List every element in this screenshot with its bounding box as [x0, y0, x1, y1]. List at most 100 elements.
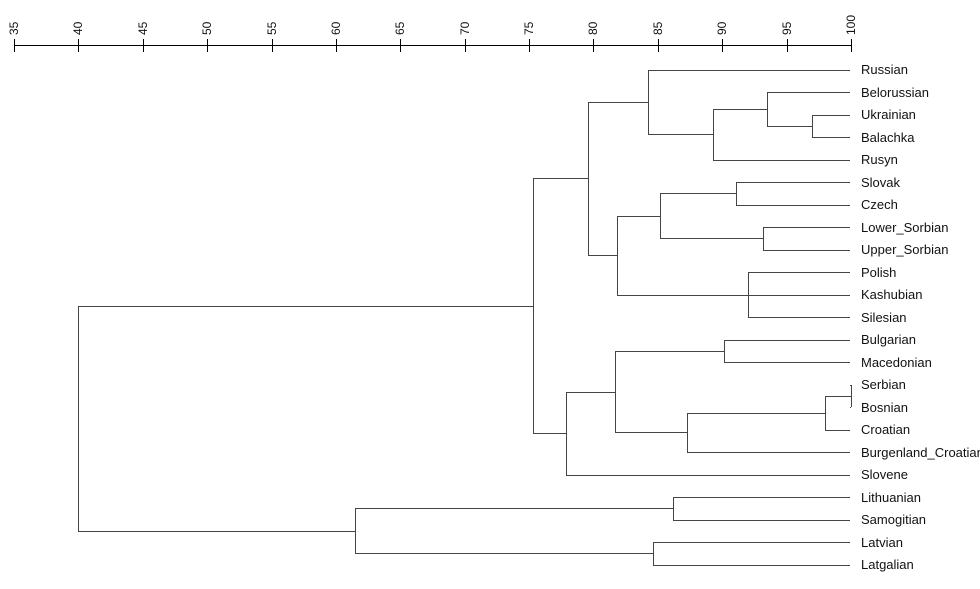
leaf-label: Silesian: [861, 310, 907, 325]
leaf-label: Macedonian: [861, 355, 932, 370]
dendrogram-merge-line: [724, 340, 725, 362]
dendrogram-branch-line: [355, 553, 653, 554]
dendrogram-branch-line: [850, 385, 851, 386]
dendrogram-branch-line: [533, 433, 566, 434]
axis-tick: [787, 39, 788, 52]
dendrogram-branch-line: [673, 497, 850, 498]
axis-tick: [851, 39, 852, 52]
axis-tick: [336, 39, 337, 52]
dendrogram-merge-line: [851, 385, 852, 407]
leaf-label: Upper_Sorbian: [861, 242, 949, 257]
leaf-label: Kashubian: [861, 287, 923, 302]
dendrogram-branch-line: [850, 407, 851, 408]
leaf-label: Russian: [861, 62, 908, 77]
dendrogram-merge-line: [736, 182, 737, 205]
axis-tick-label: 55: [265, 21, 279, 35]
leaf-label: Latgalian: [861, 557, 914, 572]
dendrogram-merge-line: [687, 413, 688, 452]
dendrogram-merge-line: [566, 392, 567, 475]
dendrogram-branch-line: [724, 340, 850, 341]
leaf-label: Balachka: [861, 130, 915, 145]
dendrogram-branch-line: [724, 362, 850, 363]
dendrogram-branch-line: [566, 475, 850, 476]
dendrogram-merge-line: [617, 216, 618, 295]
dendrogram-branch-line: [713, 160, 850, 161]
dendrogram-merge-line: [588, 102, 589, 255]
axis-tick: [658, 39, 659, 52]
dendrogram-merge-line: [812, 115, 813, 137]
dendrogram-branch-line: [617, 216, 660, 217]
axis-tick-label: 40: [71, 21, 85, 35]
axis-tick: [400, 39, 401, 52]
dendrogram-merge-line: [78, 306, 79, 531]
dendrogram-branch-line: [736, 205, 850, 206]
dendrogram-branch-line: [617, 295, 618, 296]
dendrogram-branch-line: [660, 193, 736, 194]
axis-tick: [529, 39, 530, 52]
axis-tick-label: 85: [651, 21, 665, 35]
dendrogram-merge-line: [355, 508, 356, 553]
axis-tick: [14, 39, 15, 52]
leaf-label: Belorussian: [861, 85, 929, 100]
dendrogram-merge-line: [673, 497, 674, 520]
dendrogram-branch-line: [767, 92, 850, 93]
dendrogram-merge-line: [653, 542, 654, 565]
dendrogram-merge-line: [767, 92, 768, 126]
axis-tick-label: 100: [844, 14, 858, 35]
leaf-label: Czech: [861, 197, 898, 212]
leaf-label: Lower_Sorbian: [861, 220, 949, 235]
leaf-label: Bulgarian: [861, 332, 916, 347]
leaf-label: Croatian: [861, 422, 911, 437]
dendrogram-branch-line: [653, 565, 850, 566]
dendrogram-branch-line: [713, 109, 767, 110]
dendrogram-branch-line: [673, 520, 850, 521]
dendrogram-merge-line: [615, 351, 616, 432]
dendrogram-branch-line: [566, 392, 615, 393]
leaf-label: Rusyn: [861, 152, 898, 167]
dendrogram-branch-line: [748, 272, 850, 273]
dendrogram-branch-line: [767, 126, 812, 127]
leaf-label: Ukrainian: [861, 107, 916, 122]
dendrogram-branch-line: [615, 432, 687, 433]
dendrogram-branch-line: [812, 115, 850, 116]
dendrogram-branch-line: [812, 137, 850, 138]
dendrogram-branch-line: [748, 317, 850, 318]
dendrogram-branch-line: [825, 396, 851, 397]
axis-tick: [722, 39, 723, 52]
dendrogram-branch-line: [825, 430, 850, 431]
leaf-label: Lithuanian: [861, 490, 921, 505]
axis-tick-label: 65: [393, 21, 407, 35]
dendrogram-merge-line: [713, 109, 714, 160]
dendrogram-branch-line: [355, 508, 673, 509]
dendrogram-branch-line: [648, 134, 713, 135]
dendrogram-branch-line: [660, 238, 763, 239]
dendrogram-branch-line: [736, 182, 850, 183]
dendrogram-merge-line: [648, 70, 649, 134]
dendrogram-branch-line: [617, 295, 850, 296]
dendrogram-merge-line: [825, 396, 826, 430]
axis-tick-label: 80: [586, 21, 600, 35]
dendrogram-branch-line: [687, 413, 825, 414]
axis-tick: [78, 39, 79, 52]
axis-tick-label: 60: [329, 21, 343, 35]
dendrogram-merge-line: [533, 178, 534, 433]
dendrogram-branch-line: [615, 351, 724, 352]
axis-tick: [593, 39, 594, 52]
leaf-label: Slovak: [861, 175, 901, 190]
axis-tick-label: 50: [200, 21, 214, 35]
leaf-label: Polish: [861, 265, 897, 280]
leaf-label: Bosnian: [861, 400, 908, 415]
leaf-label: Burgenland_Croatian: [861, 445, 980, 460]
dendrogram-branch-line: [78, 531, 355, 532]
dendrogram-branch-line: [653, 542, 850, 543]
leaf-label: Samogitian: [861, 512, 927, 527]
axis-line: [14, 45, 852, 46]
dendrogram-branch-line: [763, 250, 850, 251]
dendrogram-merge-line: [763, 227, 764, 250]
dendrogram-branch-line: [588, 102, 648, 103]
axis-tick: [143, 39, 144, 52]
dendrogram-branch-line: [78, 306, 533, 307]
dendrogram-branch-line: [687, 452, 850, 453]
dendrogram-branch-line: [763, 227, 850, 228]
dendrogram-branch-line: [588, 255, 617, 256]
